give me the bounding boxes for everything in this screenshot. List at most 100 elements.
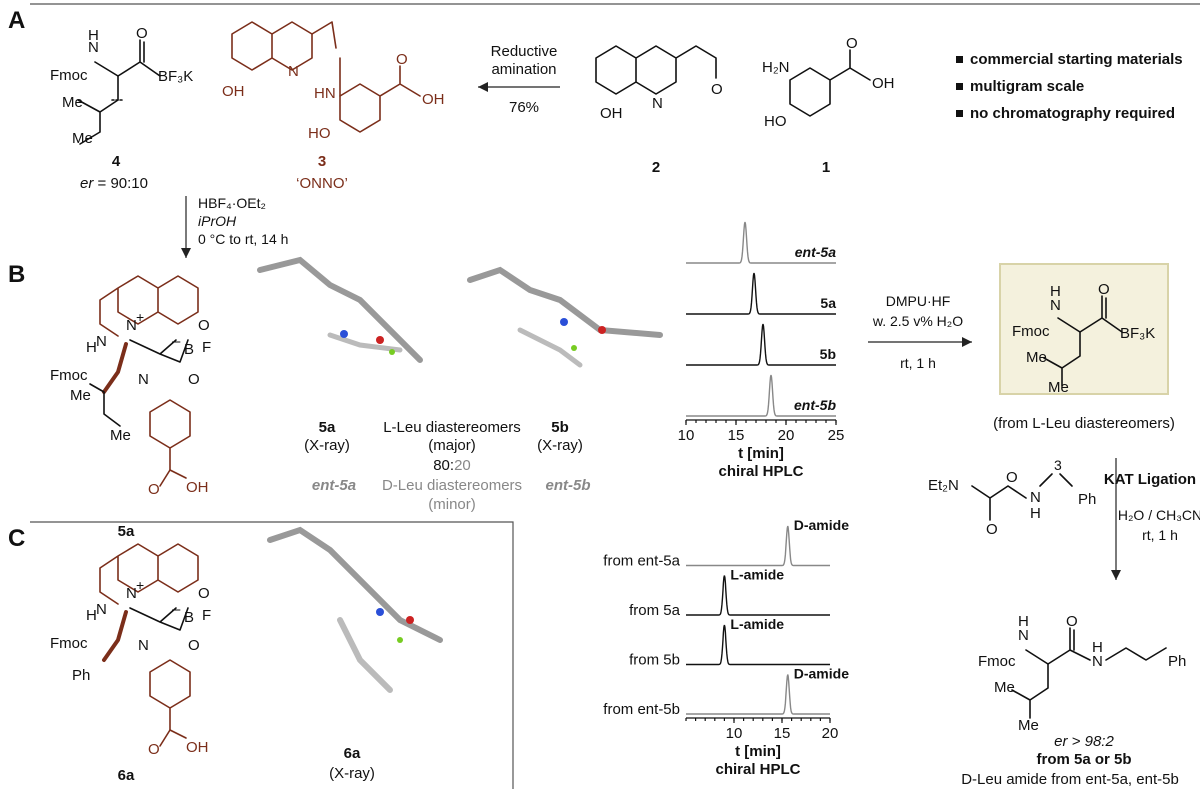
svg-text:–: – bbox=[172, 333, 181, 350]
svg-text:Ph: Ph bbox=[72, 667, 90, 684]
svg-text:HO: HO bbox=[764, 113, 787, 130]
deprotection-condition-2: w. 2.5 v% H₂O bbox=[872, 313, 963, 329]
xray-6a-sub: (X-ray) bbox=[329, 765, 375, 782]
hplc-x-label: t [min] bbox=[738, 445, 784, 462]
hplc-tick-label: 20 bbox=[778, 427, 795, 444]
hplc-peak-label: L-amide bbox=[730, 567, 784, 583]
svg-text:H: H bbox=[1030, 505, 1041, 522]
compound-5a-label: 5a bbox=[118, 523, 135, 540]
svg-text:OH: OH bbox=[186, 739, 209, 756]
hplc-trace-3 bbox=[686, 374, 836, 417]
svg-text:H: H bbox=[86, 339, 97, 356]
cyclization-condition-1: HBF₄·OEt₂ bbox=[198, 195, 266, 211]
kat-product-note: (from L-Leu diastereomers) bbox=[993, 415, 1175, 432]
svg-text:O: O bbox=[198, 317, 210, 334]
panel-a-label: A bbox=[8, 7, 25, 34]
hydroxylamine-reagent: Et₂N O O N H 3 Ph bbox=[928, 457, 1096, 538]
svg-text:Ph: Ph bbox=[1078, 491, 1096, 508]
hplc-tick-label: 10 bbox=[678, 427, 695, 444]
svg-text:O: O bbox=[1066, 613, 1078, 630]
svg-text:N: N bbox=[1018, 627, 1029, 644]
xray-5b-sub: (X-ray) bbox=[537, 437, 583, 454]
hplc-trace-0 bbox=[686, 525, 830, 567]
svg-text:N: N bbox=[1050, 297, 1061, 314]
amination-yield: 76% bbox=[509, 99, 539, 116]
svg-text:H: H bbox=[1018, 613, 1029, 630]
hplc-trace-1 bbox=[686, 575, 830, 616]
hplc-peak-label: D-amide bbox=[794, 666, 849, 682]
svg-text:BF₃K: BF₃K bbox=[1120, 325, 1155, 342]
svg-text:N: N bbox=[138, 637, 149, 654]
hplc-series-label: 5a bbox=[820, 295, 836, 311]
svg-text:N: N bbox=[126, 585, 137, 602]
svg-text:Me: Me bbox=[1018, 717, 1039, 734]
svg-text:O: O bbox=[986, 521, 998, 538]
svg-text:O: O bbox=[198, 585, 210, 602]
deprotection-condition-1: DMPU·HF bbox=[886, 293, 951, 309]
svg-text:Me: Me bbox=[70, 387, 91, 404]
svg-text:Fmoc: Fmoc bbox=[50, 367, 88, 384]
svg-text:Ph: Ph bbox=[1168, 653, 1186, 670]
svg-text:O: O bbox=[396, 51, 408, 68]
svg-text:Me: Me bbox=[1026, 349, 1047, 366]
svg-text:O: O bbox=[711, 81, 723, 98]
diastereomer-minor-sub: (minor) bbox=[428, 496, 476, 513]
svg-text:HO: HO bbox=[308, 125, 331, 142]
hplc-trace-1 bbox=[686, 272, 836, 315]
ent-5a-label: ent-5a bbox=[312, 477, 356, 494]
svg-text:N: N bbox=[1030, 489, 1041, 506]
svg-text:O: O bbox=[1098, 281, 1110, 298]
hplc-title: chiral HPLC bbox=[718, 463, 803, 480]
xray-6a-model bbox=[267, 526, 443, 693]
xray-6a-label: 6a bbox=[344, 745, 361, 762]
svg-text:O: O bbox=[846, 35, 858, 52]
kat-ligation-arrow-head bbox=[1111, 570, 1121, 580]
svg-text:commercial starting materials: commercial starting materials bbox=[970, 51, 1183, 68]
compound-3-name: ‘ONNO’ bbox=[296, 175, 348, 192]
svg-text:Me: Me bbox=[72, 130, 93, 147]
hplc-series-label: from 5a bbox=[629, 602, 681, 619]
compound-6a-structure: H N N + O – B F O N Fmoc Ph O OH bbox=[50, 543, 211, 758]
diastereomer-minor: D-Leu diastereomers bbox=[382, 477, 522, 494]
hplc-peak-label: L-amide bbox=[730, 616, 784, 632]
xray-5a-label: 5a bbox=[319, 419, 336, 436]
amination-arrow-head bbox=[478, 82, 488, 92]
hplc-tick-label: 10 bbox=[726, 725, 743, 742]
xray-5a-sub: (X-ray) bbox=[304, 437, 350, 454]
svg-text:N: N bbox=[288, 63, 299, 80]
svg-text:Fmoc: Fmoc bbox=[50, 67, 88, 84]
d-leu-note: D-Leu amide from ent-5a, ent-5b bbox=[961, 771, 1179, 788]
svg-text:OH: OH bbox=[186, 479, 209, 496]
svg-text:no chromatography required: no chromatography required bbox=[970, 105, 1175, 122]
svg-text:N: N bbox=[88, 39, 99, 56]
cyclization-condition-2: iPrOH bbox=[198, 213, 237, 229]
svg-text:O: O bbox=[136, 25, 148, 42]
hplc-trace-2 bbox=[686, 323, 836, 366]
hplc-series-label: from 5b bbox=[629, 652, 680, 669]
svg-text:Fmoc: Fmoc bbox=[50, 635, 88, 652]
svg-text:+: + bbox=[136, 577, 144, 593]
amide-product-structure: N H Fmoc O N H Ph Me Me bbox=[978, 613, 1186, 734]
hplc-series-label: 5b bbox=[820, 346, 836, 362]
xray-5b-model bbox=[467, 266, 663, 368]
hplc-peak-label: D-amide bbox=[794, 517, 849, 533]
feature-bullets: commercial starting materials multigram … bbox=[956, 51, 1183, 122]
hplc-series-label: ent-5a bbox=[795, 244, 836, 260]
svg-text:–: – bbox=[172, 601, 181, 618]
hplc-trace-2 bbox=[686, 624, 830, 666]
svg-text:HN: HN bbox=[314, 85, 336, 102]
svg-text:F: F bbox=[202, 339, 211, 356]
svg-text:OH: OH bbox=[600, 105, 623, 122]
svg-text:OH: OH bbox=[222, 83, 245, 100]
hplc-series-label: from ent-5b bbox=[603, 701, 680, 718]
amination-condition-2: amination bbox=[491, 61, 556, 78]
diastereomer-ratio: 80:20 bbox=[433, 457, 471, 474]
svg-text:H₂N: H₂N bbox=[762, 59, 790, 76]
hplc-tick-label: 20 bbox=[822, 725, 839, 742]
hplc-x-label: t [min] bbox=[735, 743, 781, 760]
svg-text:N: N bbox=[652, 95, 663, 112]
panel-b-label: B bbox=[8, 261, 25, 288]
svg-text:OH: OH bbox=[872, 75, 895, 92]
panel-c-label: C bbox=[8, 525, 25, 552]
